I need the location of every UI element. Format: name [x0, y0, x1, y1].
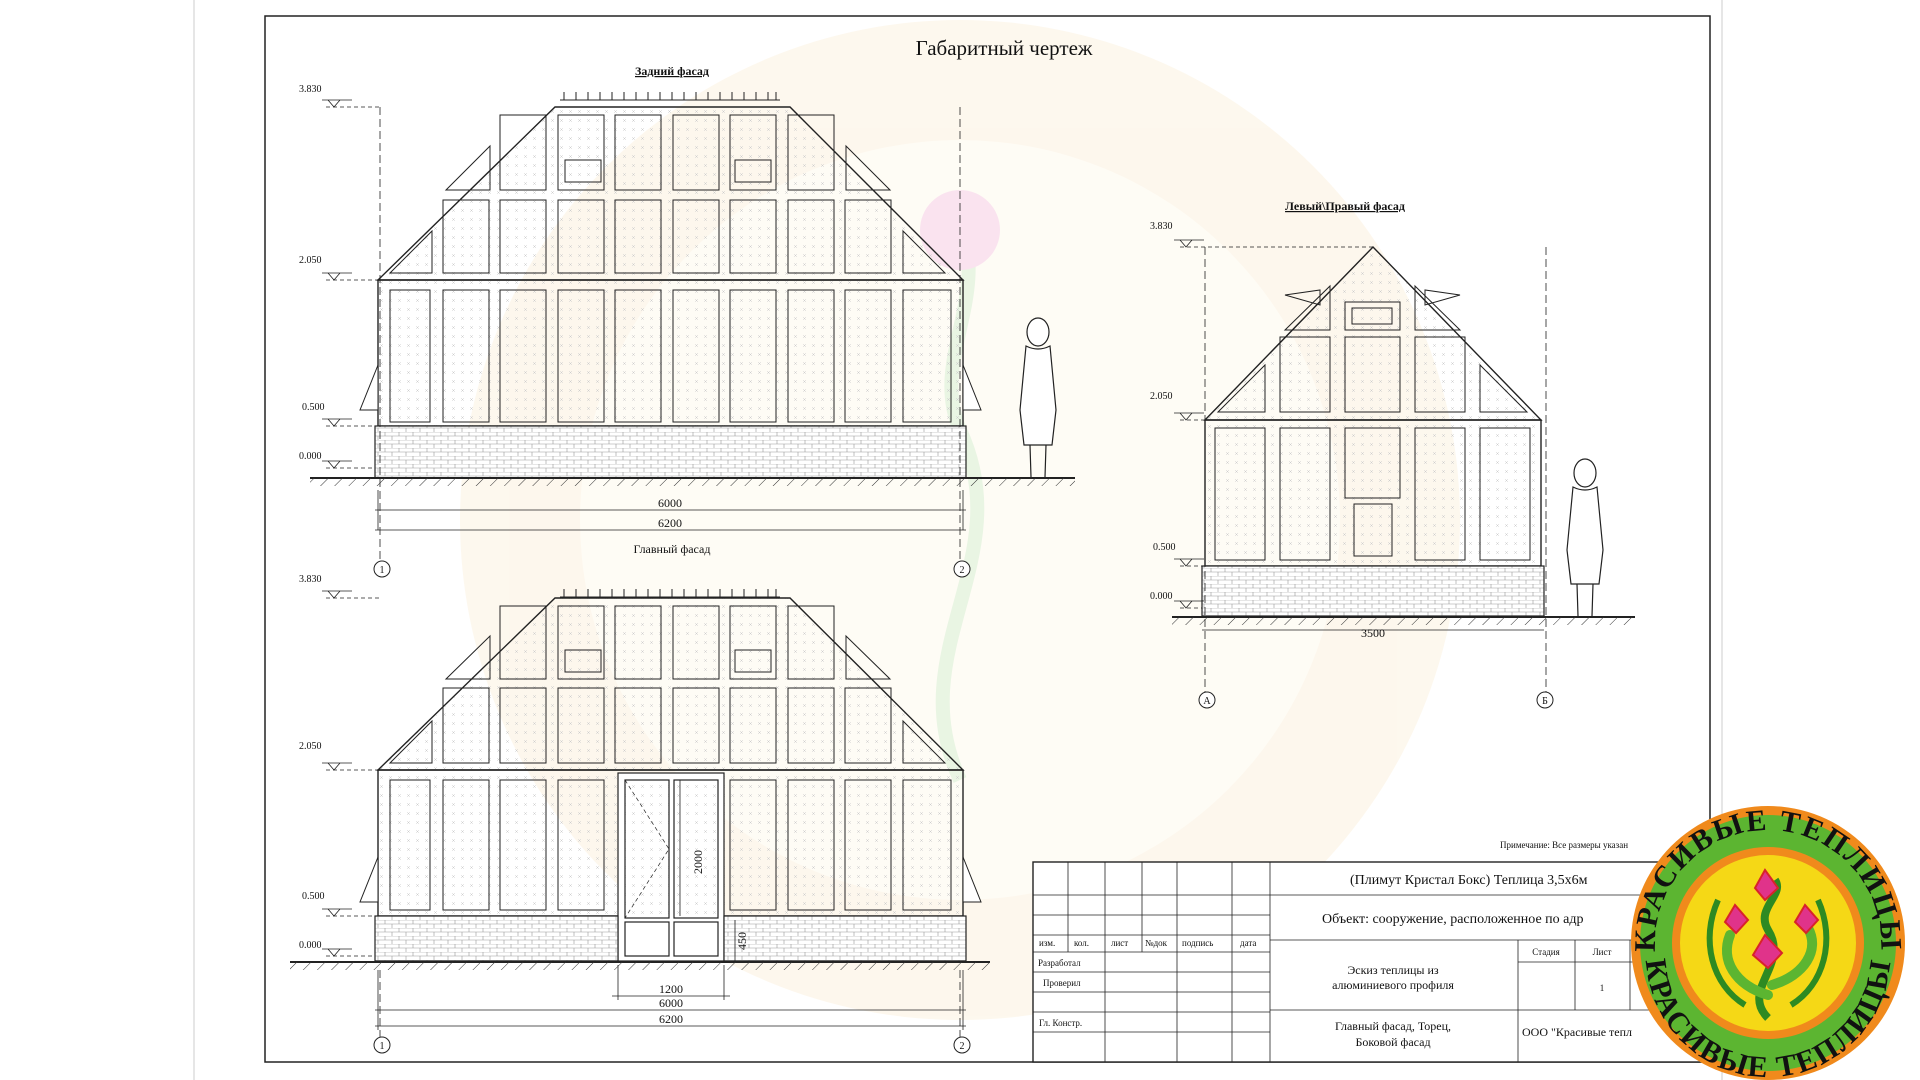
rear-dim-6200: 6200	[658, 516, 682, 530]
header-count: кол.	[1074, 938, 1089, 948]
side-facade-view: Левый\Правый фасад	[1150, 199, 1635, 709]
title-block: Примечание: Все размеры указан изм	[1032, 840, 1711, 1063]
sketch-line-2: алюминиевого профиля	[1332, 978, 1454, 992]
person-figure-side	[1566, 458, 1604, 617]
main-level-top: 3.830	[299, 574, 322, 585]
header-signature: подпись	[1182, 938, 1213, 948]
sheet-line-1: Главный фасад, Торец,	[1335, 1019, 1451, 1033]
main-dim-1200: 1200	[659, 982, 683, 996]
company-name: ООО "Красивые тепл	[1522, 1025, 1632, 1039]
person-figure	[1019, 317, 1057, 478]
role-developer: Разработал	[1038, 958, 1081, 968]
side-dim-3500: 3500	[1361, 626, 1385, 640]
main-dim-door-height: 2000	[691, 850, 705, 874]
side-level-ground: 0.000	[1150, 591, 1173, 602]
side-level-eave: 2.050	[1150, 391, 1173, 402]
rear-level-eave: 2.050	[299, 255, 322, 266]
main-level-plinth: 0.500	[302, 891, 325, 902]
header-sheet: лист	[1111, 938, 1128, 948]
main-dim-6200: 6200	[659, 1012, 683, 1026]
side-level-top: 3.830	[1150, 221, 1173, 232]
brand-logo: КРАСИВЫЕ ТЕПЛИЦЫ КРАСИВЫЕ ТЕПЛИЦЫ	[1629, 804, 1906, 1080]
drawing-frame	[264, 15, 1711, 1063]
side-axis-b: Б	[1542, 696, 1548, 707]
rear-axis-1: 1	[380, 565, 385, 576]
rear-facade-label: Задний фасад	[635, 64, 709, 78]
object-text: Объект: сооружение, расположенное по адр	[1322, 912, 1583, 927]
main-facade-view: Главный фасад	[290, 542, 990, 1054]
rear-axis-2: 2	[960, 565, 965, 576]
main-level-eave: 2.050	[299, 741, 322, 752]
side-level-plinth: 0.500	[1153, 542, 1176, 553]
main-dim-6000: 6000	[659, 996, 683, 1010]
main-level-ground: 0.000	[299, 940, 322, 951]
main-door	[617, 772, 725, 962]
header-change: изм.	[1039, 938, 1055, 948]
rear-level-plinth: 0.500	[302, 402, 325, 413]
role-chief-designer: Гл. Констр.	[1039, 1018, 1082, 1028]
rear-facade-view: Задний фасад	[299, 64, 1075, 578]
rear-level-ground: 0.000	[299, 451, 322, 462]
sheet-number: 1	[1600, 983, 1605, 993]
drawing-title: Габаритный чертеж	[916, 36, 1093, 60]
sheet-header: Лист	[1593, 947, 1612, 957]
logo-plant-icon	[1706, 868, 1830, 1021]
rear-dim-6000: 6000	[658, 496, 682, 510]
sketch-line-1: Эскиз теплицы из	[1347, 963, 1439, 977]
roof-finials	[560, 92, 780, 101]
main-axis-2: 2	[960, 1041, 965, 1052]
side-facade-label: Левый\Правый фасад	[1285, 199, 1405, 213]
rear-level-top: 3.830	[299, 84, 322, 95]
stage-header: Стадия	[1532, 947, 1559, 957]
note-text: Примечание: Все размеры указан	[1500, 840, 1628, 850]
role-checker: Проверил	[1043, 978, 1081, 988]
header-date: дата	[1240, 938, 1256, 948]
main-dim-plinth-height: 450	[735, 932, 749, 950]
main-facade-label: Главный фасад	[634, 542, 711, 556]
side-axis-a: А	[1203, 696, 1211, 707]
header-doc: №док	[1145, 938, 1168, 948]
project-title: (Плимут Кристал Бокс) Теплица 3,5х6м	[1350, 873, 1588, 888]
sheet-line-2: Боковой фасад	[1355, 1035, 1430, 1049]
main-axis-1: 1	[380, 1041, 385, 1052]
